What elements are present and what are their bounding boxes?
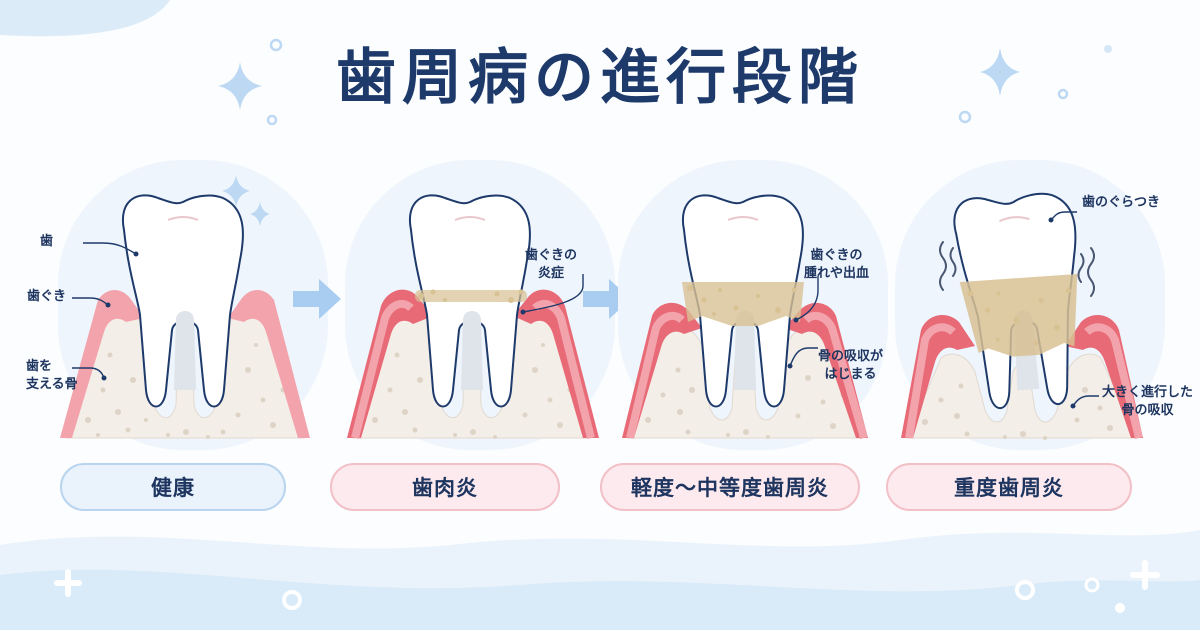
tooth-diagram-gingivitis	[345, 160, 615, 450]
callout-gum-inflammation: 歯ぐきの 炎症	[525, 247, 577, 283]
callout-gum-inflammation-line1: 歯ぐきの	[525, 248, 578, 263]
stage-label-healthy: 健康	[60, 463, 286, 511]
stage-label-moderate-periodontitis: 軽度～中等度歯周炎	[600, 463, 860, 511]
tartar-deposit	[682, 282, 804, 326]
callout-supporting-bone-line1: 歯を	[26, 359, 53, 374]
bubble-icon	[1057, 88, 1069, 100]
bubble-icon	[266, 114, 278, 126]
callout-tooth-mobility: 歯のぐらつき	[1082, 194, 1160, 212]
bubble-icon	[1115, 603, 1125, 613]
callout-bone-loss-begins-line2: はじまる	[824, 367, 877, 382]
callout-swelling-bleeding: 歯ぐきの 腫れや出血	[804, 247, 869, 283]
top-left-wave	[0, 0, 170, 37]
callout-tooth-text: 歯	[40, 234, 54, 249]
callout-gum: 歯ぐき	[27, 288, 66, 306]
stage-label-healthy-text: 健康	[151, 476, 195, 500]
bubble-icon	[958, 110, 972, 124]
callout-tooth: 歯	[40, 233, 53, 251]
stage-healthy	[58, 150, 328, 450]
callout-swelling-bleeding-line2: 腫れや出血	[804, 266, 870, 281]
stage-label-gingivitis: 歯肉炎	[330, 463, 560, 511]
callout-advanced-bone-loss: 大きく進行した 骨の吸収	[1102, 384, 1193, 420]
bubble-icon	[1084, 577, 1100, 593]
inflamed-gum-right	[513, 289, 599, 438]
arrow-right-icon	[293, 279, 341, 319]
inflamed-gum-left	[347, 289, 433, 438]
sparkle-icon	[980, 48, 1020, 96]
gum-right	[228, 289, 310, 438]
stage-moderate-periodontitis	[618, 150, 888, 450]
wobble-lines-icon	[939, 241, 1095, 297]
sparkle-icon	[218, 62, 262, 110]
stage-gingivitis	[345, 150, 615, 450]
tooth	[121, 194, 244, 408]
callout-bone-loss-begins-line1: 骨の吸収が	[818, 349, 884, 364]
plus-icon	[1130, 560, 1160, 590]
bubble-icon	[282, 590, 302, 610]
callout-advanced-bone-loss-line1: 大きく進行した	[1102, 385, 1194, 400]
bubble-icon	[1104, 45, 1112, 53]
sparkle-icon	[222, 175, 250, 207]
plus-icon	[54, 569, 82, 597]
callout-tooth-mobility-text: 歯のぐらつき	[1082, 195, 1161, 210]
bubble-icon	[269, 38, 283, 52]
plaque-deposit	[415, 289, 527, 303]
heavy-tartar-deposit	[959, 273, 1078, 357]
callout-supporting-bone: 歯を 支える骨	[26, 358, 78, 394]
stage-label-severe-periodontitis-text: 重度歯周炎	[954, 476, 1064, 500]
callout-swelling-bleeding-line1: 歯ぐきの	[810, 248, 863, 263]
callout-advanced-bone-loss-line2: 骨の吸収	[1121, 403, 1174, 418]
callout-supporting-bone-line2: 支える骨	[26, 377, 78, 392]
tooth-diagram-severe	[895, 160, 1165, 450]
stage-label-moderate-periodontitis-text: 軽度～中等度歯周炎	[631, 476, 829, 500]
callout-gum-inflammation-line2: 炎症	[538, 266, 565, 281]
bubble-icon	[1015, 580, 1035, 600]
callout-bone-loss-begins: 骨の吸収が はじまる	[818, 348, 883, 384]
page-title: 歯周病の進行段階	[336, 43, 864, 113]
sparkle-icon	[250, 202, 270, 226]
stage-severe-periodontitis	[895, 150, 1165, 450]
callout-gum-text: 歯ぐき	[27, 289, 67, 304]
stage-label-gingivitis-text: 歯肉炎	[412, 476, 478, 500]
gum-left	[60, 289, 144, 438]
bottom-wave-front	[0, 569, 1200, 630]
tooth-diagram-moderate	[618, 160, 888, 450]
tooth-diagram-healthy	[58, 160, 328, 450]
stage-label-severe-periodontitis: 重度歯周炎	[886, 463, 1132, 511]
